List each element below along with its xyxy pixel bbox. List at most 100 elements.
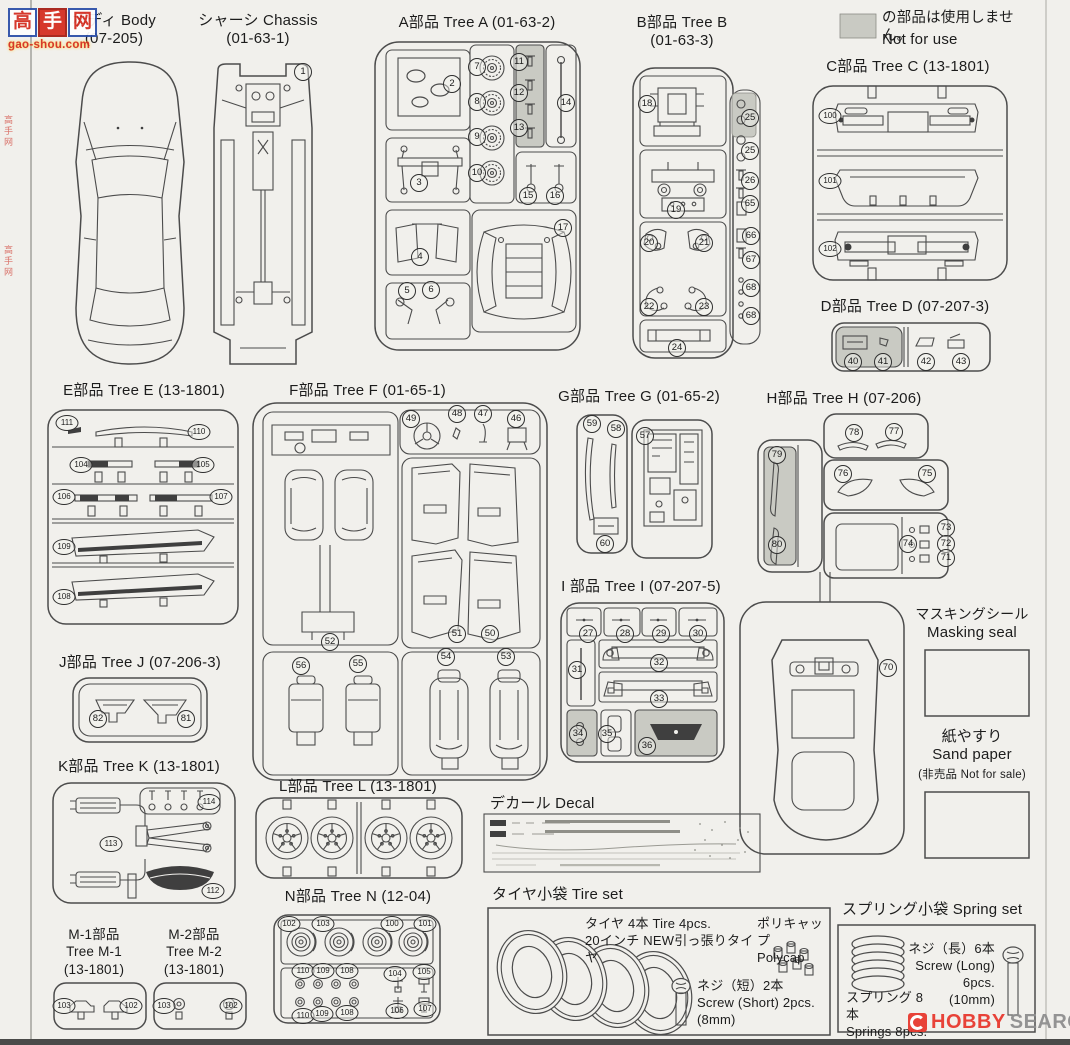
hobby-search-watermark: HOBBY SEARCH <box>908 1011 1070 1034</box>
part-badge-103: 103 <box>311 916 335 932</box>
part-badge-114: 114 <box>197 794 221 810</box>
part-badge-4: 4 <box>411 248 429 266</box>
part-badge-105: 105 <box>412 964 436 980</box>
part-badge-111: 111 <box>55 415 79 431</box>
tree-i-title: I 部品 Tree I (07-207-5) <box>561 578 721 595</box>
part-badge-42: 42 <box>917 353 935 371</box>
part-badge-13: 13 <box>510 119 528 137</box>
part-badge-77: 77 <box>885 423 903 441</box>
part-badge-80: 80 <box>768 536 786 554</box>
tree-i <box>560 602 725 763</box>
thumb-icon: 手 <box>38 8 67 37</box>
tree-e-title: E部品 Tree E (13-1801) <box>63 382 225 399</box>
tree-g <box>576 414 713 559</box>
part-badge-104: 104 <box>383 966 407 982</box>
part-badge-104: 104 <box>69 457 93 473</box>
part-badge-47: 47 <box>474 405 492 423</box>
part-badge-54: 54 <box>437 648 455 666</box>
part-badge-17: 17 <box>554 219 572 237</box>
part-badge-108: 108 <box>335 963 359 979</box>
part-badge-56: 56 <box>292 657 310 675</box>
part-badge-52: 52 <box>321 633 339 651</box>
part-badge-100: 100 <box>818 108 842 124</box>
part-badge-7: 7 <box>468 58 486 76</box>
part-badge-78: 78 <box>845 424 863 442</box>
spring-set-title: スプリング小袋 Spring set <box>842 901 1023 918</box>
part-badge-101: 101 <box>818 173 842 189</box>
part-badge-16: 16 <box>546 187 564 205</box>
part-badge-50: 50 <box>481 625 499 643</box>
part-badge-60: 60 <box>596 535 614 553</box>
part-badge-10: 10 <box>468 164 486 182</box>
part-badge-107: 107 <box>209 489 233 505</box>
part-badge-20: 20 <box>640 234 658 252</box>
part-badge-25: 25 <box>741 142 759 160</box>
part-badge-3: 3 <box>410 174 428 192</box>
part-badge-102: 102 <box>219 998 243 1014</box>
part-badge-29: 29 <box>652 625 670 643</box>
part-badge-48: 48 <box>448 405 466 423</box>
spring-set <box>837 924 1036 1033</box>
part-badge-35: 35 <box>598 725 616 743</box>
tree-a-title: A部品 Tree A (01-63-2) <box>398 14 556 31</box>
part-badge-106: 106 <box>52 489 76 505</box>
part-badge-106: 106 <box>385 1003 409 1019</box>
decal-sheet <box>483 813 761 873</box>
part-badge-75: 75 <box>918 465 936 483</box>
part-badge-82: 82 <box>89 710 107 728</box>
part-badge-28: 28 <box>616 625 634 643</box>
tree-d-title: D部品 Tree D (07-207-3) <box>820 298 990 315</box>
hobby-search-icon <box>908 1013 927 1032</box>
part-badge-79: 79 <box>768 446 786 464</box>
watermark-char: 高 <box>8 8 37 37</box>
part-badge-12: 12 <box>510 84 528 102</box>
tire-set <box>487 907 831 1036</box>
part-badge-68: 68 <box>742 307 760 325</box>
part-badge-8: 8 <box>468 93 486 111</box>
part-badge-21: 21 <box>695 234 713 252</box>
not-for-use-en: Not for use <box>882 31 958 48</box>
tree-h-title: H部品 Tree H (07-206) <box>766 390 922 407</box>
part-badge-109: 109 <box>52 539 76 555</box>
part-badge-112: 112 <box>201 883 225 899</box>
part-badge-55: 55 <box>349 655 367 673</box>
masking-seal-box <box>924 649 1030 717</box>
part-badge-81: 81 <box>177 710 195 728</box>
part-badge-1: 1 <box>294 63 312 81</box>
part-badge-67: 67 <box>742 251 760 269</box>
not-for-use-swatch <box>839 13 877 39</box>
part-badge-2: 2 <box>443 75 461 93</box>
part-badge-110: 110 <box>291 1008 315 1024</box>
part-badge-33: 33 <box>650 690 668 708</box>
tree-b-title: B部品 Tree B(01-63-3) <box>636 14 728 50</box>
decal-title: デカール Decal <box>490 795 595 812</box>
tree-k <box>52 782 236 904</box>
part-badge-5: 5 <box>398 282 416 300</box>
part-badge-103: 103 <box>52 998 76 1014</box>
part-badge-32: 32 <box>650 654 668 672</box>
part-badge-74: 74 <box>899 535 917 553</box>
tree-a <box>374 41 581 351</box>
part-badge-26: 26 <box>741 172 759 190</box>
part-badge-108: 108 <box>335 1005 359 1021</box>
part-70 <box>739 601 905 855</box>
part-badge-53: 53 <box>497 648 515 666</box>
tree-h <box>757 413 949 602</box>
part-badge-15: 15 <box>519 187 537 205</box>
part-badge-40: 40 <box>844 353 862 371</box>
part-badge-41: 41 <box>874 353 892 371</box>
part-badge-23: 23 <box>695 298 713 316</box>
part-badge-105: 105 <box>191 457 215 473</box>
part-badge-101: 101 <box>413 916 437 932</box>
part-badge-31: 31 <box>568 661 586 679</box>
part-badge-6: 6 <box>422 281 440 299</box>
part-badge-58: 58 <box>607 420 625 438</box>
tree-k-title: K部品 Tree K (13-1801) <box>58 758 220 775</box>
tree-j-title: J部品 Tree J (07-206-3) <box>58 654 222 671</box>
